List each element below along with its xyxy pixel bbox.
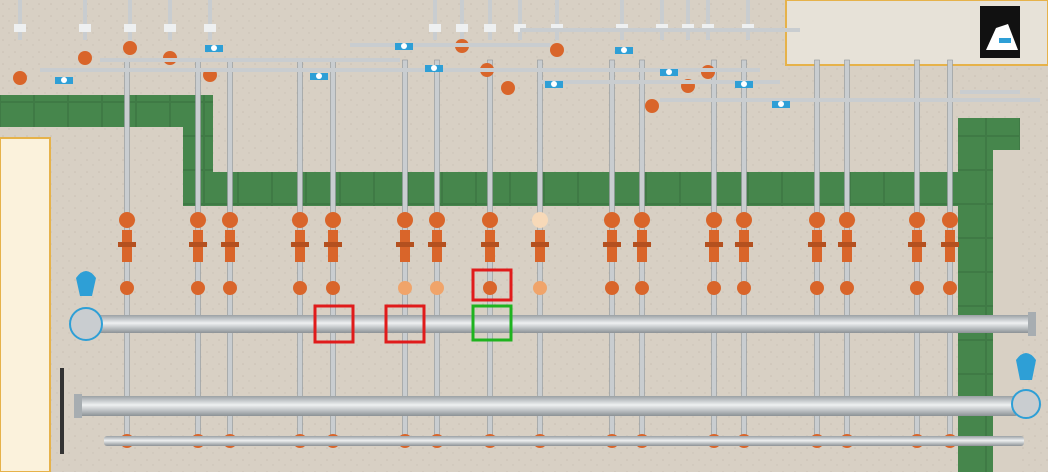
red-selection-1: [313, 304, 355, 344]
valve-icon[interactable]: [604, 212, 620, 228]
valve-icon[interactable]: [119, 212, 135, 228]
header-pipes: [60, 312, 1036, 454]
pump-icon[interactable]: [69, 271, 1041, 419]
left-panel: [0, 137, 51, 472]
valve-icon[interactable]: [123, 41, 137, 55]
valve-icon[interactable]: [532, 212, 548, 228]
valve-icon[interactable]: [942, 212, 958, 228]
valve-icon[interactable]: [78, 51, 92, 65]
valve-icon[interactable]: [292, 212, 308, 228]
valve-icon[interactable]: [222, 212, 238, 228]
valve-icon[interactable]: [429, 212, 445, 228]
valve-icon[interactable]: [706, 212, 722, 228]
valve-icon[interactable]: [501, 81, 515, 95]
valve-icon[interactable]: [190, 212, 206, 228]
green-selection: [471, 304, 513, 342]
valve-icon[interactable]: [550, 43, 564, 57]
valve-icon[interactable]: [645, 99, 659, 113]
valve-icon[interactable]: [482, 212, 498, 228]
valve-icon[interactable]: [909, 212, 925, 228]
valve-icon[interactable]: [736, 212, 752, 228]
distribution-piping: [13, 0, 1040, 113]
valve-icon[interactable]: [634, 212, 650, 228]
valve-icon[interactable]: [325, 212, 341, 228]
valve-icon[interactable]: [839, 212, 855, 228]
valve-icon[interactable]: [809, 212, 825, 228]
red-selection-3: [471, 268, 513, 302]
minimap-icon[interactable]: [980, 6, 1020, 58]
valve-icon[interactable]: [397, 212, 413, 228]
valve-icon[interactable]: [13, 71, 27, 85]
red-selection-2: [384, 304, 426, 344]
selection-boxes[interactable]: [313, 268, 513, 344]
